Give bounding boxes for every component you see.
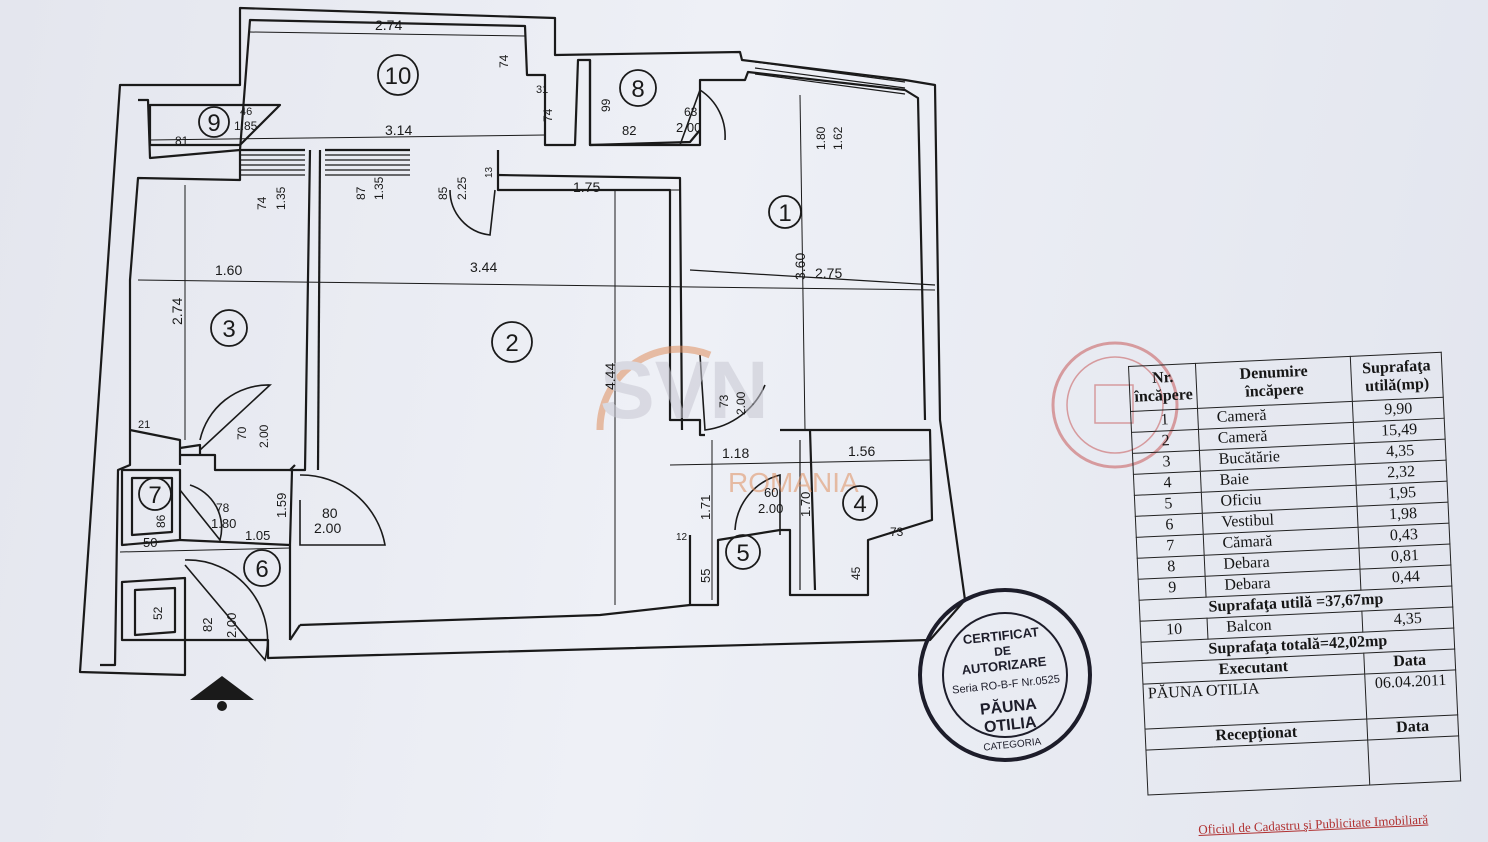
dim-label: 3.14: [385, 122, 412, 138]
dim-label: 73: [717, 394, 731, 408]
outer-wall: [78, 6, 967, 677]
dim-label: 1.70: [798, 492, 813, 517]
room-number-7: 7: [148, 482, 161, 509]
dim-label: 2.00: [257, 424, 271, 448]
inner-wall-top: [138, 18, 927, 421]
room-number-3: 3: [222, 316, 235, 343]
dim-label: 2.74: [375, 17, 402, 33]
room-number-1: 1: [778, 200, 791, 227]
watermark-brand: SVN: [600, 345, 769, 436]
dim-label: 3.60: [792, 253, 808, 280]
dim-label: 46: [240, 106, 252, 118]
dim-label: 2.74: [169, 298, 185, 325]
dim-label: 2.00: [224, 613, 239, 638]
dim-label: 74: [255, 196, 269, 210]
dim-label: 87: [354, 186, 368, 200]
stamp-line-6: OTILIA: [983, 714, 1037, 736]
dim-label: 1.05: [245, 528, 270, 543]
executant-date: 06.04.2011: [1364, 669, 1458, 720]
dim-label: 1.85: [234, 119, 258, 133]
dim-label: 13: [484, 166, 495, 178]
dim-label: 1.62: [831, 126, 845, 150]
red-stamp: [1051, 341, 1179, 469]
dim-label: 1.80: [814, 126, 828, 150]
watermark-logo: SVN ROMANIA: [596, 345, 859, 498]
dim-label: 74: [497, 54, 511, 68]
room-number-4: 4: [853, 491, 866, 518]
dim-label: 2.25: [455, 176, 469, 200]
room-number-10: 10: [385, 63, 412, 90]
certificate-stamp: CERTIFICAT DE AUTORIZARE Seria RO-B-F Nr…: [918, 588, 1092, 762]
dim-label: 81: [175, 134, 189, 148]
room-number-9: 9: [207, 110, 220, 137]
dim-label: 1.56: [848, 443, 875, 459]
dim-label: 78: [216, 501, 230, 515]
dim-label: 73: [890, 525, 904, 539]
dim-label: 74: [541, 108, 555, 122]
dim-label: 85: [436, 186, 450, 200]
receptionat-date: [1367, 735, 1461, 785]
dim-label: 3.44: [470, 259, 497, 275]
room-number-5: 5: [736, 540, 749, 567]
dim-label: 82: [200, 618, 215, 632]
dim-label: 1.59: [274, 493, 289, 518]
stamp-line-7: CATEGORIA: [983, 737, 1042, 754]
dim-label: 2.00: [758, 501, 783, 516]
dim-label: 2.00: [314, 520, 341, 536]
dim-label: 60: [764, 485, 778, 500]
dim-label: 2.00: [734, 391, 748, 415]
dim-label: 86: [154, 514, 168, 528]
dim-label: 2.00: [676, 120, 701, 135]
entrance-marker-icon: [190, 676, 254, 700]
dim-label: 55: [698, 569, 713, 583]
dim-label: 21: [138, 419, 150, 431]
stamp-line-3: AUTORIZARE: [961, 654, 1047, 678]
dim-label: 52: [151, 606, 165, 620]
room-number-6: 6: [255, 556, 268, 583]
dim-label: 99: [599, 98, 613, 112]
dim-label: 1.75: [573, 179, 600, 195]
dim-label: 50: [143, 535, 157, 550]
stamp-line-2: DE: [993, 643, 1011, 659]
dim-label: 80: [322, 505, 338, 521]
dim-label: 1.80: [211, 516, 236, 531]
receptionat-signature: [1145, 740, 1370, 796]
dim-label: 1.71: [698, 495, 713, 520]
dim-label: 12: [676, 532, 688, 543]
dim-label: 4.44: [602, 363, 618, 390]
dim-label: 82: [622, 123, 636, 138]
legend-header-nr: Nr.încăpere: [1128, 363, 1198, 412]
dim-label: 31: [536, 84, 548, 96]
dim-label: 1.35: [372, 176, 386, 200]
dim-label: 45: [849, 566, 863, 580]
room-number-2: 2: [505, 330, 518, 357]
dim-label: 1.60: [215, 262, 242, 278]
dim-label: 2.75: [815, 265, 842, 281]
room-number-8: 8: [631, 76, 644, 103]
dim-label: 1.35: [274, 186, 288, 210]
watermark-sub: ROMANIA: [728, 467, 859, 498]
dim-label: 1.18: [722, 445, 749, 461]
dim-label: 70: [235, 426, 249, 440]
dim-label: 63: [684, 105, 698, 119]
